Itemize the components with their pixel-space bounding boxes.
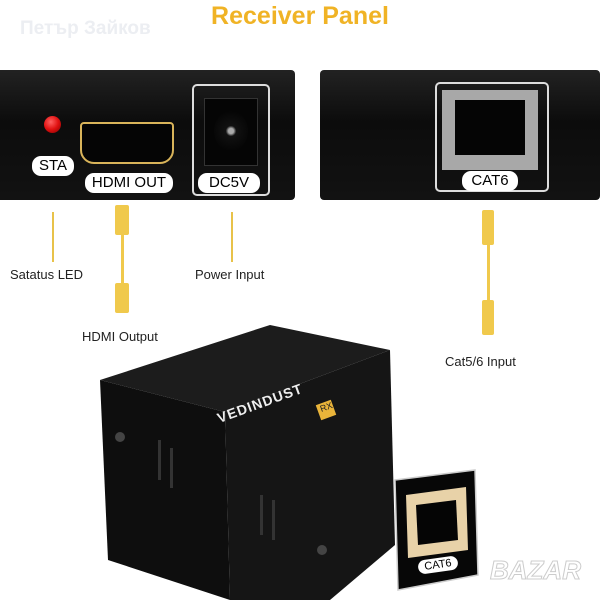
hdmi-output-caption: HDMI Output: [82, 329, 158, 344]
status-led: [44, 116, 61, 133]
watermark: Петър Зайков: [20, 18, 151, 39]
hdmi-cable-icon: [115, 205, 129, 315]
dc-box: [192, 84, 270, 196]
hdmi-port: [80, 122, 174, 164]
cat-input-caption: Cat5/6 Input: [445, 354, 516, 369]
dc5v-label: DC5V: [198, 173, 260, 193]
cat-cable-icon: [482, 210, 494, 335]
power-input-caption: Power Input: [195, 267, 265, 282]
dc-jack: [204, 98, 258, 166]
page-title: Receiver Panel: [211, 2, 389, 30]
status-led-caption: Satatus LED: [10, 267, 83, 282]
power-line: [231, 212, 233, 262]
status-led-line: [52, 212, 54, 262]
hdmi-out-label: HDMI OUT: [85, 173, 173, 193]
left-receiver-panel: STA HDMI OUT DC5V: [0, 70, 295, 200]
sta-label: STA: [32, 156, 74, 176]
bazar-logo: BAZAR: [490, 555, 582, 586]
cat6-box: [435, 82, 549, 192]
right-receiver-panel: CAT6: [320, 70, 600, 200]
rj45-port: [442, 90, 538, 170]
cat6-label: CAT6: [462, 171, 518, 191]
